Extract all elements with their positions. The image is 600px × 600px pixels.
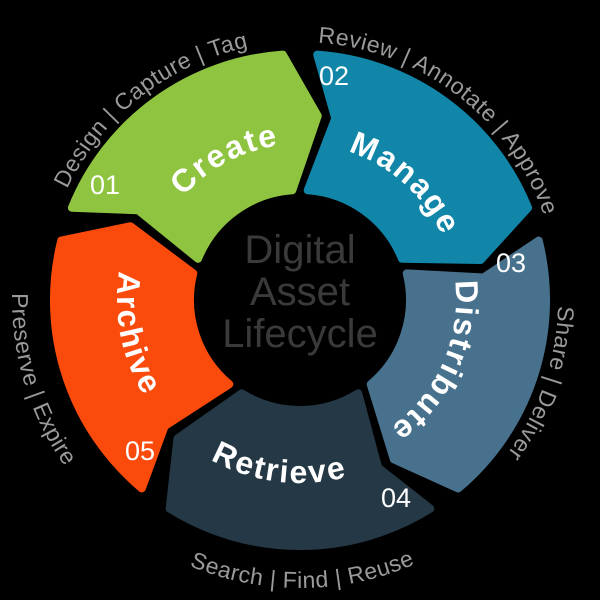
center-title-line-1: Digital [244, 228, 355, 272]
center-title: Digital Asset Lifecycle [222, 228, 378, 356]
manage-step-number: 02 [319, 61, 349, 91]
retrieve-caption-text: Search | Find | Reuse [187, 544, 417, 593]
segment-distribute: Distribute 03 Share | Deliver [340, 231, 600, 504]
center-title-line-2: Asset [250, 270, 350, 314]
create-step-number: 01 [90, 170, 120, 200]
retrieve-step-number: 04 [381, 483, 411, 513]
archive-step-number: 05 [125, 436, 155, 466]
retrieve-caption: Search | Find | Reuse [187, 544, 416, 593]
segment-manage: Manage 02 Review | Annotate | Approve [308, 22, 563, 260]
distribute-step-number: 03 [496, 248, 526, 278]
center-title-line-3: Lifecycle [222, 312, 378, 356]
